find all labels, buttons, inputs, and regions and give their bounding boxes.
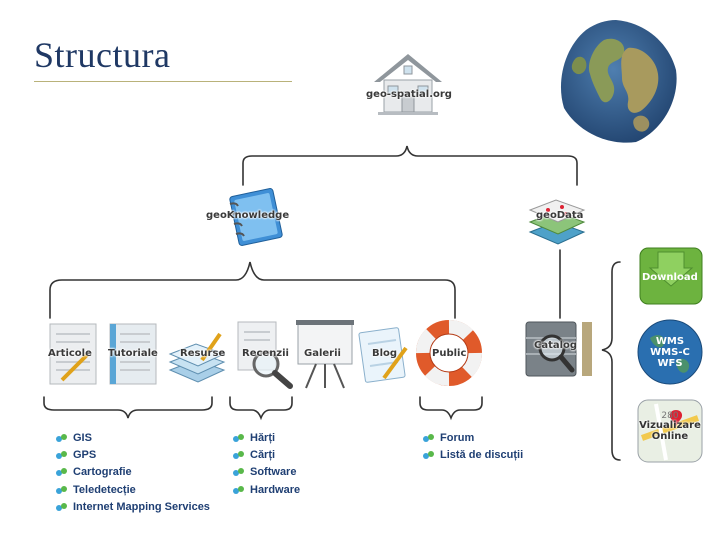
bullet-icon xyxy=(233,433,244,442)
item-label: Articole xyxy=(48,348,92,359)
service-download[interactable]: Download xyxy=(638,244,704,306)
bullet-icon xyxy=(56,451,67,460)
bullet-icon xyxy=(56,433,67,442)
document-icon xyxy=(49,323,97,385)
svg-text:280: 280 xyxy=(661,411,678,421)
document-icon xyxy=(109,323,157,385)
list-item: GPS xyxy=(56,446,210,463)
notebook-icon xyxy=(229,188,283,246)
branch-label: geoData xyxy=(536,210,584,221)
item-label: Tutoriale xyxy=(108,348,158,359)
list-reviews: Hărți Cărți Software Hardware xyxy=(233,429,300,499)
branch-geoknowledge[interactable]: geoKnowledge xyxy=(206,186,296,248)
item-articole[interactable]: Articole xyxy=(40,320,104,392)
item-blog[interactable]: Blog xyxy=(356,322,412,392)
house-icon xyxy=(374,54,442,115)
list-articles: GIS GPS Cartografie Teledetecție Interne… xyxy=(56,429,210,516)
root-node[interactable]: geo-spatial.org xyxy=(366,52,452,118)
item-recenzii[interactable]: Recenzii xyxy=(234,320,298,392)
item-label: Resurse xyxy=(180,348,226,359)
list-public: Forum Listă de discuții xyxy=(423,429,523,464)
item-resurse[interactable]: Resurse xyxy=(166,320,228,392)
page-title: Structura xyxy=(34,35,171,75)
list-item: GIS xyxy=(56,429,210,446)
item-label: Public xyxy=(432,348,467,359)
service-label: Download xyxy=(642,272,698,283)
service-label: WMS WMS-C WFS xyxy=(650,336,690,369)
item-label: Blog xyxy=(372,348,398,359)
item-galerii[interactable]: Galerii xyxy=(294,318,356,392)
root-label: geo-spatial.org xyxy=(366,89,452,100)
list-item: Hărți xyxy=(233,429,300,446)
item-label: Galerii xyxy=(304,348,341,359)
branch-geodata[interactable]: geoData xyxy=(524,192,588,250)
notepad-pencil-icon xyxy=(358,327,408,383)
lifebuoy-icon xyxy=(416,320,482,386)
map-app-icon: 280 xyxy=(637,399,703,463)
bullet-icon xyxy=(423,433,434,442)
bullet-icon xyxy=(233,451,244,460)
list-item: Hardware xyxy=(233,481,300,498)
list-item: Teledetecție xyxy=(56,481,210,498)
database-magnifier-icon xyxy=(525,321,592,377)
bullet-icon xyxy=(56,503,67,512)
catalog-node[interactable]: Catalog xyxy=(522,316,596,382)
easel-icon xyxy=(296,320,354,389)
bullet-icon xyxy=(56,468,67,477)
branch-label: geoKnowledge xyxy=(206,210,290,221)
list-item: Software xyxy=(233,464,300,481)
item-tutoriale[interactable]: Tutoriale xyxy=(104,320,164,392)
list-item: Cartografie xyxy=(56,464,210,481)
list-item: Listă de discuții xyxy=(423,446,523,463)
service-label: Vizualizare Online xyxy=(639,420,701,442)
service-wms[interactable]: WMS WMS-C WFS xyxy=(636,318,704,386)
download-box-icon xyxy=(639,247,703,305)
bullet-icon xyxy=(233,468,244,477)
magnifier-icon xyxy=(237,321,293,389)
catalog-label: Catalog xyxy=(534,340,578,351)
list-item: Forum xyxy=(423,429,523,446)
list-item: Cărți xyxy=(233,446,300,463)
title-underline xyxy=(34,81,292,82)
globe-icon xyxy=(637,319,703,385)
list-item: Internet Mapping Services xyxy=(56,499,210,516)
globe-icon xyxy=(560,20,677,143)
item-label: Recenzii xyxy=(242,348,289,359)
item-public[interactable]: Public xyxy=(416,320,482,390)
stacked-papers-icon xyxy=(168,332,226,383)
map-layers-icon xyxy=(528,199,586,245)
bullet-icon xyxy=(56,485,67,494)
bullet-icon xyxy=(233,485,244,494)
bullet-icon xyxy=(423,451,434,460)
service-viewer[interactable]: 280 Vizualizare Online xyxy=(636,398,704,466)
